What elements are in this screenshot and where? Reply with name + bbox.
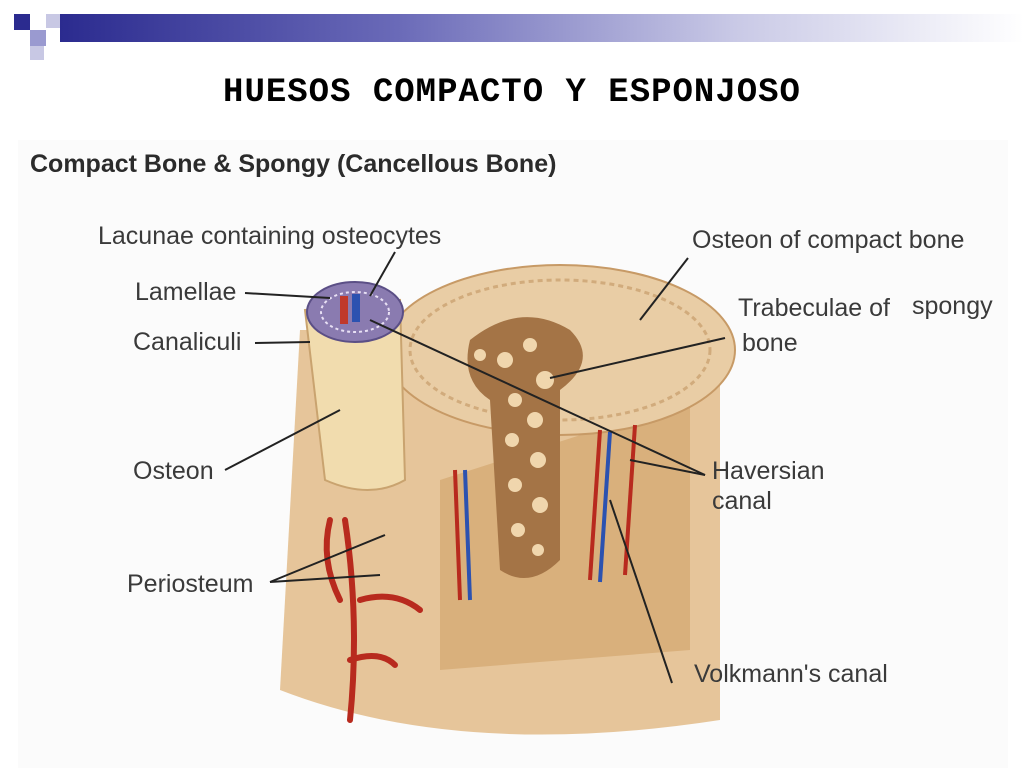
logo-square-2 (30, 30, 46, 46)
osteon-vessel-red (340, 296, 348, 324)
label-volkmann: Volkmann's canal (694, 660, 888, 688)
logo-square-1 (14, 14, 30, 30)
label-osteon: Osteon (133, 457, 214, 485)
periosteum-vessels (323, 517, 423, 723)
osteon-cylinder (303, 298, 407, 491)
osteon-vessel-blue (352, 294, 360, 322)
label-trabeculae-1: Trabeculae of (738, 294, 890, 322)
header-banner (60, 14, 1024, 42)
logo-square-4 (30, 46, 44, 60)
leader-lines (224, 251, 726, 684)
label-haversian-2: canal (712, 487, 772, 515)
slide-title: HUESOS COMPACTO Y ESPONJOSO (223, 74, 801, 112)
label-haversian-1: Haversian (712, 457, 825, 485)
label-trabeculae-2: spongy (912, 292, 993, 320)
label-periosteum: Periosteum (127, 570, 254, 598)
label-trabeculae-3: bone (742, 329, 798, 357)
spongy-bone (467, 317, 583, 578)
label-canaliculi: Canaliculi (133, 328, 242, 356)
figure-title: Compact Bone & Spongy (Cancellous Bone) (30, 150, 557, 178)
label-lamellae: Lamellae (135, 278, 237, 306)
compact-ring (408, 278, 712, 422)
label-lacunae: Lacunae containing osteocytes (98, 222, 442, 250)
logo-square-3 (46, 14, 60, 28)
label-osteon-compact: Osteon of compact bone (692, 226, 965, 254)
